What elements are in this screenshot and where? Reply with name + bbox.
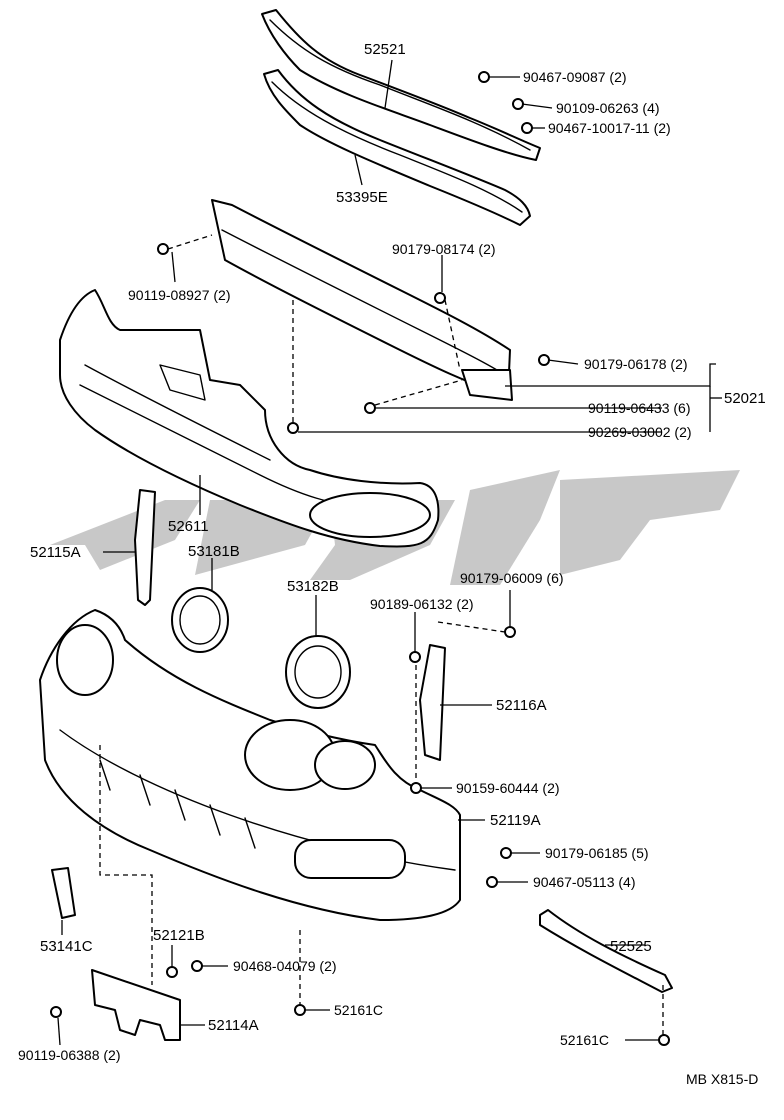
- drawing-code: MB X815-D: [686, 1071, 758, 1087]
- ring-53181b: [171, 587, 229, 653]
- label-52611: 52611: [168, 518, 209, 535]
- label-52021: 52021: [724, 390, 766, 407]
- assembly-lines: [99, 234, 664, 1035]
- label-52114a: 52114A: [208, 1017, 259, 1034]
- label-90179-06009: 90179-06009 (6): [460, 570, 564, 586]
- label-53141c: 53141C: [40, 938, 93, 955]
- label-52521: 52521: [364, 41, 406, 58]
- retainer-52115a: [134, 489, 156, 606]
- label-90179-08174: 90179-08174 (2): [392, 241, 496, 257]
- label-52115a: 52115A: [30, 544, 81, 561]
- label-52161c-upper: 52161C: [334, 1002, 383, 1018]
- part-labels: 52521 90467-09087 (2) 90109-06263 (4) 90…: [18, 41, 766, 1087]
- support-53395e: [263, 69, 531, 226]
- label-90179-06185: 90179-06185 (5): [545, 845, 649, 861]
- absorber-52611: [59, 289, 440, 548]
- label-53181b: 53181B: [188, 543, 240, 560]
- label-90467-09087: 90467-09087 (2): [523, 69, 627, 85]
- label-90179-06178: 90179-06178 (2): [584, 356, 688, 372]
- reinforcement-52521: [261, 9, 541, 161]
- label-52525: 52525: [610, 938, 652, 955]
- bumper-cover-52119a: [39, 609, 461, 921]
- label-52121b: 52121B: [153, 927, 205, 944]
- label-52116a: 52116A: [496, 697, 547, 714]
- label-90119-06433: 90119-06433 (6): [588, 400, 690, 416]
- label-52161c-lower: 52161C: [560, 1032, 609, 1048]
- absorber-52021: [211, 199, 513, 401]
- label-90119-08927: 90119-08927 (2): [128, 287, 230, 303]
- label-53395e: 53395E: [336, 189, 388, 206]
- label-90109-06263: 90109-06263 (4): [556, 100, 660, 116]
- label-90189-06132: 90189-06132 (2): [370, 596, 474, 612]
- part-52525: [539, 909, 673, 993]
- leader-lines: [57, 59, 722, 1046]
- label-90467-10017-11: 90467-10017-11 (2): [548, 120, 671, 136]
- label-53182b: 53182B: [287, 578, 339, 595]
- ring-53182b: [285, 635, 351, 709]
- bracket-52114a: [91, 969, 181, 1041]
- label-52119a: 52119A: [490, 812, 541, 829]
- retainer-52116a: [419, 644, 446, 761]
- label-90119-06388: 90119-06388 (2): [18, 1047, 120, 1063]
- label-90269-03002: 90269-03002 (2): [588, 424, 692, 440]
- label-90467-05113: 90467-05113 (4): [533, 874, 635, 890]
- part-53141c: [51, 867, 76, 919]
- label-90159-60444: 90159-60444 (2): [456, 780, 560, 796]
- label-90468-04079: 90468-04079 (2): [233, 958, 337, 974]
